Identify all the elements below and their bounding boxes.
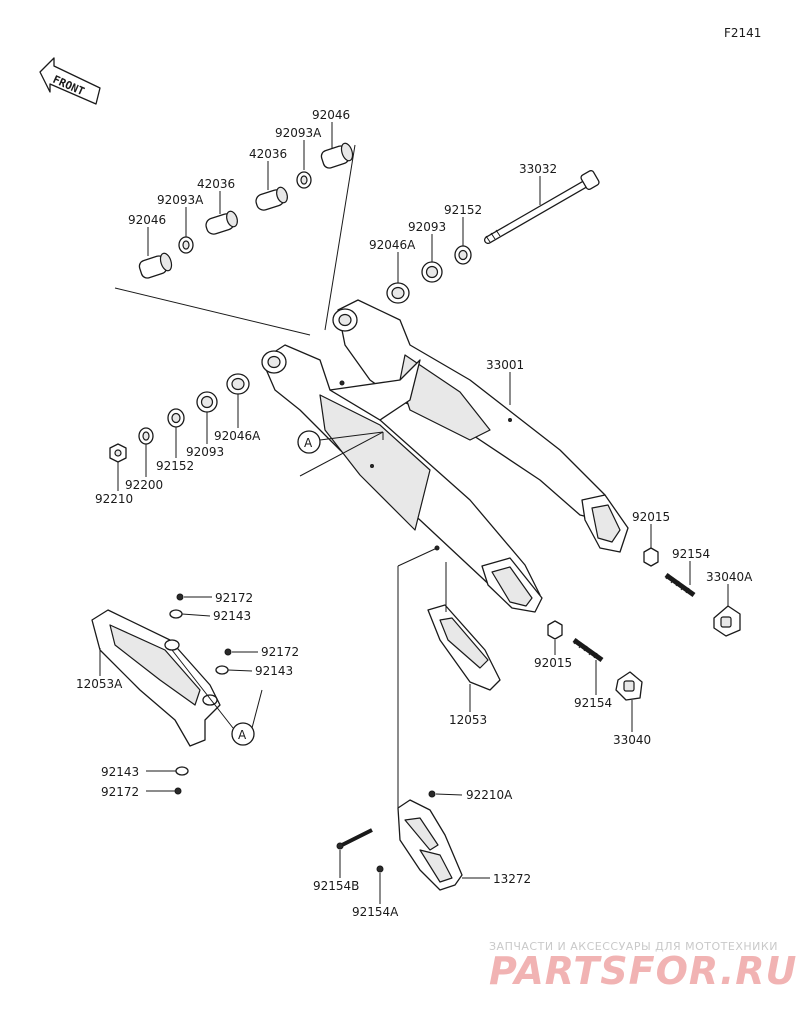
callout-a-upper: A xyxy=(297,430,384,477)
nut-92015-right xyxy=(643,547,659,567)
label-92172-a: 92172 xyxy=(215,591,253,605)
label-33040: 33040 xyxy=(613,733,651,747)
chain-slipper-12053 xyxy=(427,604,501,691)
top-bearing-assembly xyxy=(114,142,356,336)
callout-a-upper-label: A xyxy=(304,436,313,450)
nut-92015-mid xyxy=(547,620,563,640)
part-labels: 92046 92093A 42036 42036 92093A 92046 33… xyxy=(76,108,753,919)
label-92143-a: 92143 xyxy=(213,609,251,623)
label-33040a: 33040A xyxy=(706,570,753,584)
label-92210: 92210 xyxy=(95,492,133,506)
bolt-92172-b xyxy=(224,648,232,656)
watermark-tagline: ЗАПЧАСТИ И АКСЕССУАРЫ ДЛЯ МОТОТЕХНИКИ xyxy=(489,940,778,953)
label-12053a: 12053A xyxy=(76,677,123,691)
label-92154b: 92154B xyxy=(313,879,359,893)
watermark: ЗАПЧАСТИ И АКСЕССУАРЫ ДЛЯ МОТОТЕХНИКИ PA… xyxy=(489,940,797,993)
callout-a-lower-label: A xyxy=(238,728,247,742)
washer-92143-a xyxy=(169,609,183,619)
label-92046-top: 92046 xyxy=(312,108,350,122)
washer-92143-c xyxy=(175,766,189,776)
label-92015-mid: 92015 xyxy=(534,656,572,670)
watermark-brand: PARTSFOR.RU xyxy=(489,949,797,993)
label-92143-c: 92143 xyxy=(101,765,139,779)
chain-guide-12053a xyxy=(91,609,221,747)
label-92093-right: 92093 xyxy=(408,220,446,234)
washer-92143-b xyxy=(215,665,229,675)
bolt-92172-c xyxy=(174,787,182,795)
label-92093a-top: 92093A xyxy=(275,126,322,140)
label-92200: 92200 xyxy=(125,478,163,492)
label-92154-mid: 92154 xyxy=(574,696,612,710)
chain-guide-13272 xyxy=(336,547,463,891)
label-13272: 13272 xyxy=(493,872,531,886)
label-92015-right: 92015 xyxy=(632,510,670,524)
label-92152-right: 92152 xyxy=(444,203,482,217)
collar-42036-left xyxy=(205,210,238,235)
label-92046a-left: 92046A xyxy=(214,429,261,443)
label-12053: 12053 xyxy=(449,713,487,727)
swingarm-body xyxy=(261,299,629,613)
label-33032: 33032 xyxy=(519,162,557,176)
bolt-92154a xyxy=(376,865,384,873)
label-92143-b: 92143 xyxy=(255,664,293,678)
bolt-92154-mid xyxy=(572,637,604,663)
label-92093-left: 92093 xyxy=(186,445,224,459)
label-33001: 33001 xyxy=(486,358,524,372)
adjuster-33040 xyxy=(615,671,643,701)
bolt-92154-right xyxy=(664,572,696,598)
callout-a-lower: A xyxy=(171,649,263,746)
diagram-code: F2141 xyxy=(724,26,761,40)
front-arrow-icon: FRONT xyxy=(39,57,101,105)
label-42036-top: 42036 xyxy=(249,147,287,161)
label-92172-c: 92172 xyxy=(101,785,139,799)
bolt-92154b xyxy=(336,828,373,850)
collar-42036-top xyxy=(255,186,288,211)
label-92154-right: 92154 xyxy=(672,547,710,561)
adjuster-33040a xyxy=(713,605,741,637)
needle-bearing-left xyxy=(138,252,173,279)
label-92210a: 92210A xyxy=(466,788,513,802)
label-92154a: 92154A xyxy=(352,905,399,919)
label-92046-left: 92046 xyxy=(128,213,166,227)
label-42036-left: 42036 xyxy=(197,177,235,191)
label-92093a-left: 92093A xyxy=(157,193,204,207)
bolt-92172-a xyxy=(176,593,184,601)
label-92172-b: 92172 xyxy=(261,645,299,659)
pivot-shaft xyxy=(484,170,600,244)
needle-bearing-top xyxy=(320,142,354,169)
label-92046a-right: 92046A xyxy=(369,238,416,252)
label-92152-left: 92152 xyxy=(156,459,194,473)
